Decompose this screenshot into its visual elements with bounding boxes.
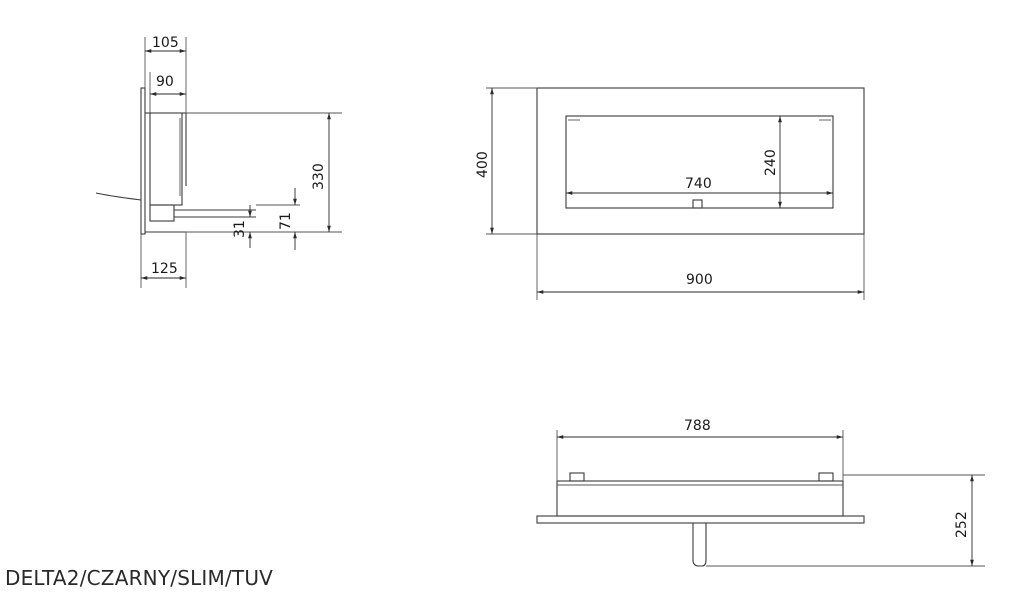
dim-330-text: 330 [311, 163, 327, 190]
dim-31-text: 31 [232, 220, 248, 238]
model-caption: DELTA2/CZARNY/SLIM/TUV [5, 566, 274, 590]
dim-788-text: 788 [684, 418, 711, 434]
front-view: 400 240 740 900 [475, 87, 865, 300]
dim-71-text: 71 [278, 212, 294, 230]
dim-252-text: 252 [954, 511, 970, 538]
dim-400-text: 400 [475, 151, 491, 178]
dim-900-text: 900 [686, 272, 713, 288]
dim-740-text: 740 [685, 176, 712, 192]
dim-240-text: 240 [763, 149, 779, 176]
top-view: 788 252 [536, 418, 985, 567]
side-view: 105 90 330 71 31 125 [95, 35, 342, 288]
dim-125-text: 125 [151, 261, 178, 277]
dim-105-text: 105 [152, 35, 179, 51]
dim-90-text: 90 [156, 74, 174, 90]
